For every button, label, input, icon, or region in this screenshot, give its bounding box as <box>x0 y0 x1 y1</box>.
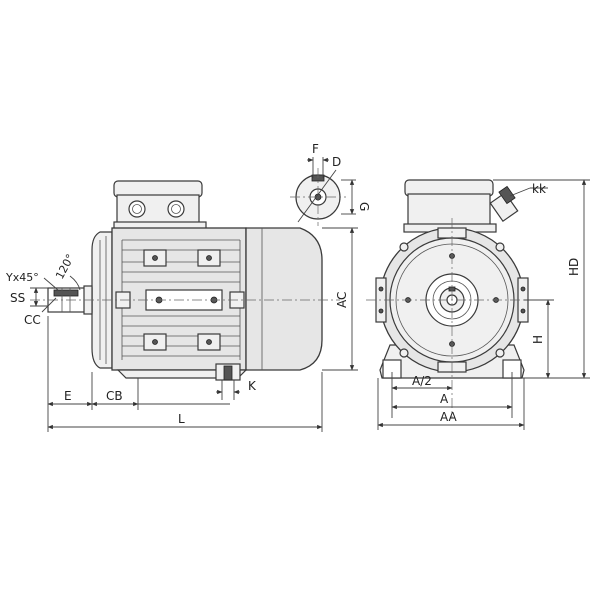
label-A: A <box>440 392 449 406</box>
label-AC: AC <box>335 292 349 308</box>
label-K: K <box>248 379 257 393</box>
label-Yx45: Yx45° <box>5 271 39 284</box>
label-HD: HD <box>567 258 581 276</box>
label-120: 120° <box>53 252 77 282</box>
front-view <box>366 179 546 418</box>
dimension-lines <box>30 157 590 432</box>
label-CC: CC <box>24 313 41 327</box>
label-SS: SS <box>10 291 25 305</box>
cable-gland <box>489 185 519 223</box>
label-L: L <box>178 412 185 426</box>
shaft-end-detail <box>290 168 346 226</box>
label-D: D <box>332 155 341 169</box>
side-view <box>30 180 340 381</box>
label-E: E <box>64 389 72 403</box>
label-G: G <box>357 202 371 211</box>
dimension-labels: F D G kk HD AC H Yx45° 120° SS CC E CB K… <box>5 142 581 426</box>
terminal-box-side <box>113 180 207 231</box>
fan-cover <box>245 227 323 371</box>
terminal-box-front <box>403 179 497 233</box>
label-AA: AA <box>440 410 458 424</box>
label-F: F <box>312 142 319 156</box>
cooling-fins <box>121 239 241 360</box>
label-CB: CB <box>106 389 123 403</box>
label-kk: kk <box>532 182 546 196</box>
label-H: H <box>531 335 545 344</box>
label-A-half: A/2 <box>412 374 432 388</box>
